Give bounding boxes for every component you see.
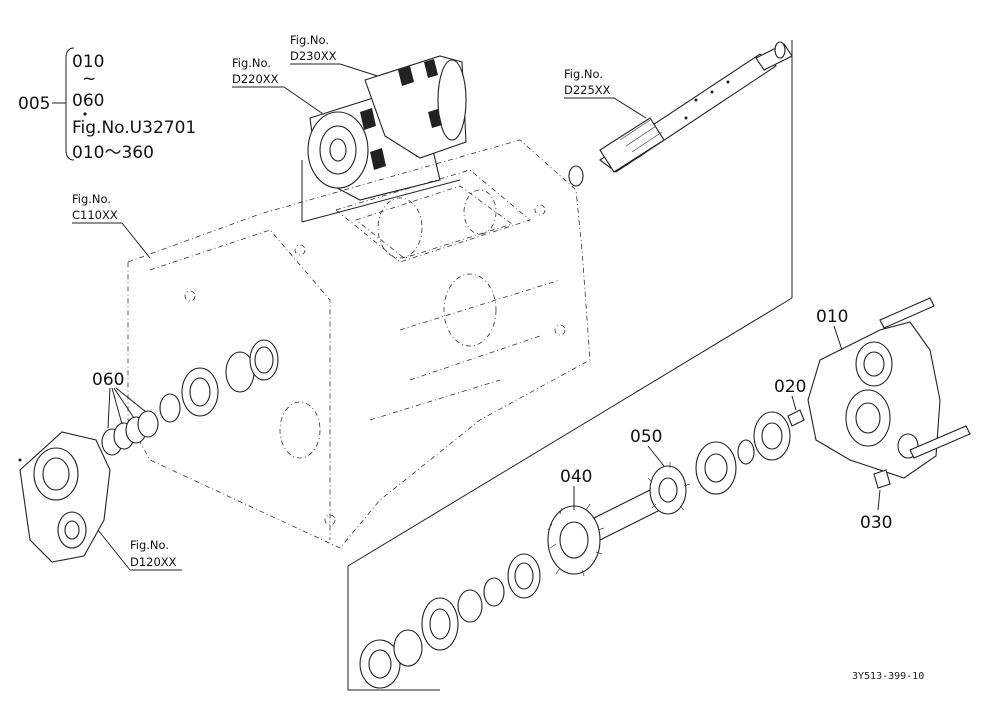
legend-bracket [65, 47, 75, 161]
legend-line-2: ~ [82, 69, 96, 89]
legend-dot [83, 112, 87, 116]
leader [115, 387, 147, 413]
drawing-code: 3Y513-399-10 [852, 671, 924, 682]
fig-ref-label: Fig.No. [130, 538, 169, 552]
ref-leader [97, 529, 131, 571]
fig-ref-code: D220XX [232, 72, 279, 86]
leader [113, 387, 135, 419]
fig-ref-d225: Fig.No. D225XX [564, 67, 647, 119]
shaft-d225 [568, 41, 793, 187]
fig-ref-c110: Fig.No. C110XX [72, 192, 151, 259]
frame-line [347, 566, 440, 691]
fig-ref-d220: Fig.No. D220XX [232, 56, 327, 117]
part-label-060: 060 [92, 370, 124, 390]
leader [111, 387, 123, 425]
part-030-bushing: 030 [860, 469, 892, 533]
part-label-050: 050 [630, 427, 662, 447]
fig-ref-label: Fig.No. [564, 67, 603, 81]
fig-ref-d230: Fig.No. D230XX [290, 33, 391, 81]
legend-line-3: 060 [72, 91, 104, 111]
gear-cluster-d230 [364, 55, 467, 159]
lower-bearings [359, 553, 541, 689]
legend-main-ref: 005 [18, 94, 50, 114]
part-label-040: 040 [560, 467, 592, 487]
bracket-line [301, 179, 461, 223]
fig-ref-code: D225XX [564, 83, 611, 97]
legend-line-5: 010～360 [72, 143, 154, 163]
gear-cluster-d220 [307, 91, 441, 201]
fig-ref-label: Fig.No. [290, 33, 329, 47]
fig-ref-code: C110XX [72, 208, 118, 222]
seal-rings-case [159, 339, 279, 423]
fig-ref-code: D120XX [130, 555, 177, 569]
fig-ref-label: Fig.No. [232, 56, 271, 70]
frame-line [347, 297, 793, 567]
ref-leader [121, 222, 151, 259]
part-060-rings: 060 [92, 370, 159, 456]
leader [107, 387, 111, 429]
leader [833, 325, 843, 351]
legend-line-1: 010 [72, 52, 104, 72]
assembly-legend: 005 010 ~ 060 Fig.No.U32701 010～360 [18, 47, 196, 163]
fig-ref-label: Fig.No. [72, 192, 111, 206]
legend-line-4: Fig.No.U32701 [72, 118, 196, 138]
fig-ref-d120: Fig.No. D120XX [97, 529, 182, 571]
leader [791, 395, 797, 411]
leader [647, 445, 665, 467]
right-bearings [695, 411, 791, 495]
part-label-030: 030 [860, 513, 892, 533]
housing-d120 [18, 431, 111, 563]
part-010-cover: 010 [807, 297, 971, 479]
ref-leader [613, 97, 647, 119]
part-050-gear: 050 [630, 427, 691, 515]
leader [877, 489, 881, 511]
ref-leader [283, 86, 327, 117]
fig-ref-code: D230XX [290, 49, 337, 63]
part-label-020: 020 [774, 377, 806, 397]
part-020-pin: 020 [774, 377, 806, 427]
part-040-gear-shaft: 040 [547, 467, 661, 577]
part-label-010: 010 [816, 307, 848, 327]
transmission-case-c110 [127, 139, 591, 549]
